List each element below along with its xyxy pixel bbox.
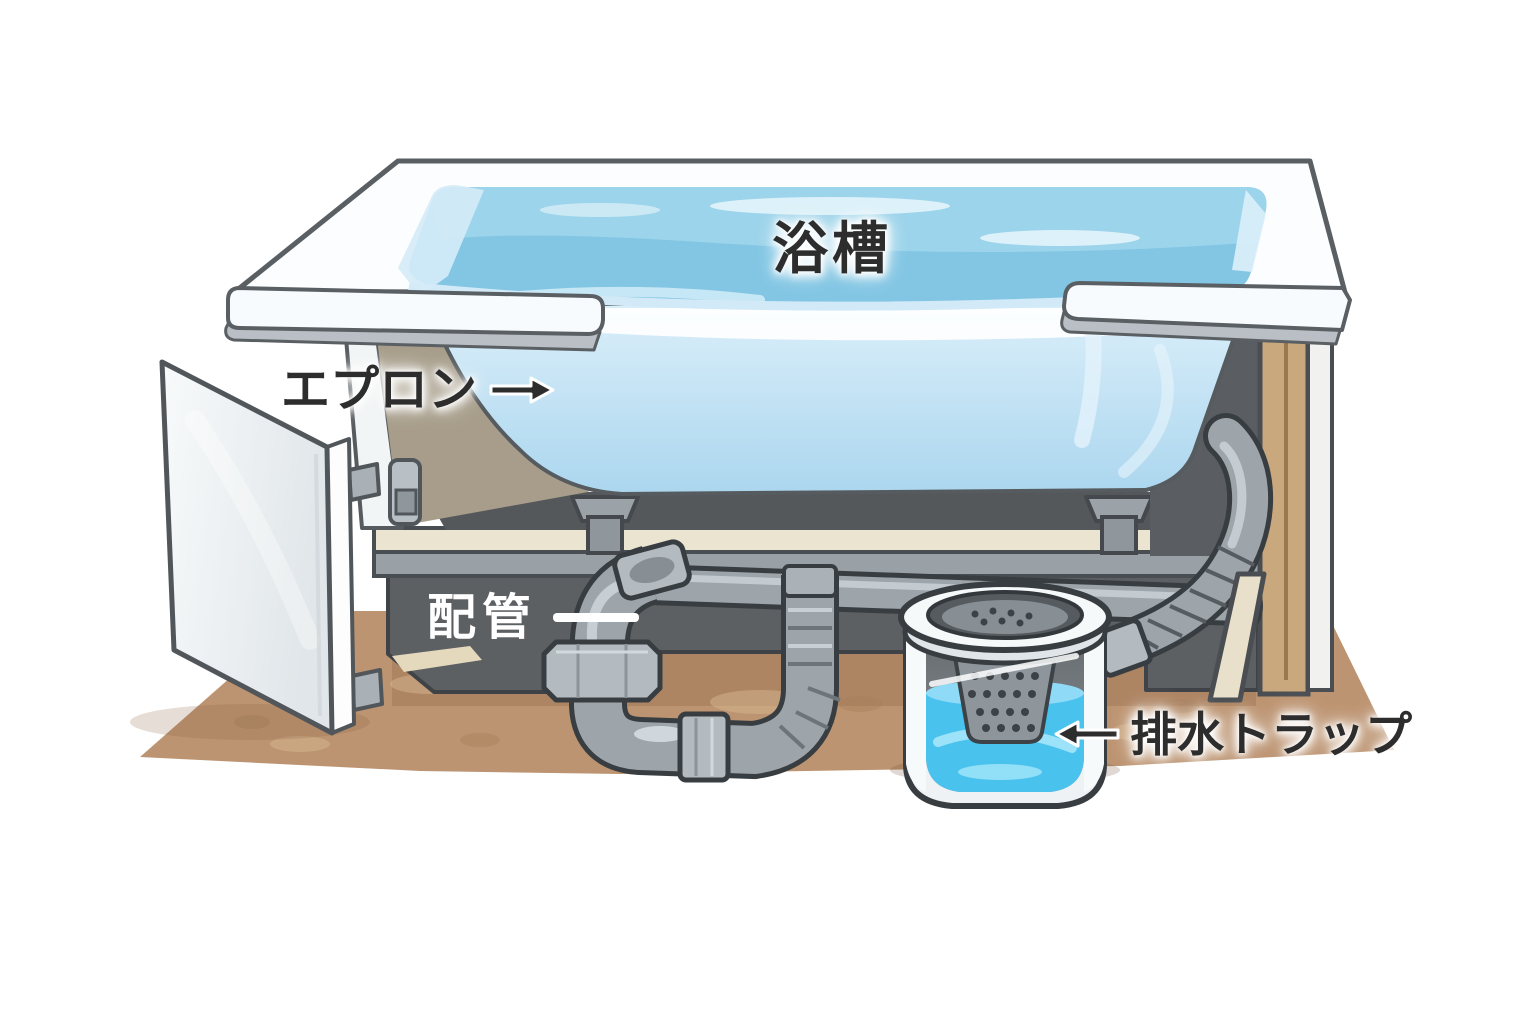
bathtub-label: 浴槽: [772, 204, 892, 285]
arrow-left-icon: [1054, 720, 1120, 747]
bath-water: [398, 185, 1267, 311]
frame-clip: [388, 458, 422, 526]
piping-label: 配管: [427, 578, 640, 649]
drain-trap-label-text: 排水トラップ: [1130, 708, 1412, 761]
apron-label: エプロン: [281, 350, 555, 421]
bathtub-body: [342, 302, 1240, 530]
bathtub-label-text: 浴槽: [772, 217, 892, 280]
tub-feet: [570, 495, 1154, 555]
piping-label-text: 配管: [427, 591, 538, 645]
rim-front-bands: [224, 281, 1352, 352]
drain-trap: [898, 581, 1112, 809]
p-trap-pipe: [541, 539, 841, 783]
frame-brace-leg: [1207, 571, 1267, 703]
piping-dash-connector: [553, 613, 640, 622]
apron-panel: [159, 359, 384, 736]
arrow-right-icon: [489, 376, 555, 403]
drain-trap-label: 排水トラップ: [1054, 696, 1412, 765]
flexible-drain-hose: [1091, 413, 1274, 678]
apron-label-text: エプロン: [281, 363, 478, 417]
